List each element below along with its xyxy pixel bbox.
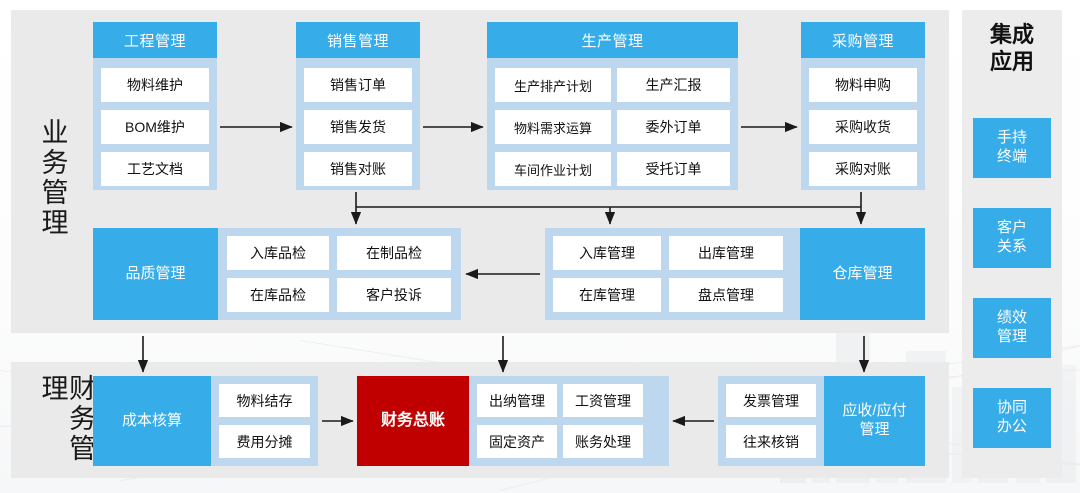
cell-warehouse-2[interactable]: 在库管理 <box>553 278 661 312</box>
cell-production-5[interactable]: 受托订单 <box>617 152 730 186</box>
module-warehouse-caption: 仓库管理 <box>800 228 925 320</box>
app-button-oa[interactable]: 协同 办公 <box>973 388 1051 448</box>
cell-production-0[interactable]: 生产排产计划 <box>495 68 611 102</box>
cell-production-1[interactable]: 生产汇报 <box>617 68 730 102</box>
integration-panel-title: 集成 应用 <box>989 22 1034 74</box>
cell-cost-1[interactable]: 费用分摊 <box>219 425 310 458</box>
cell-quality-2[interactable]: 在库品检 <box>227 278 329 312</box>
cell-production-4[interactable]: 车间作业计划 <box>495 152 611 186</box>
app-label-line1: 客户 <box>996 219 1027 237</box>
cell-quality-0[interactable]: 入库品检 <box>227 236 329 270</box>
cell-engineering-2[interactable]: 工艺文档 <box>101 152 209 186</box>
cell-quality-3[interactable]: 客户投诉 <box>337 278 451 312</box>
app-label-line2: 终端 <box>996 148 1027 165</box>
module-general-ledger[interactable]: 财务总账 <box>357 376 469 466</box>
app-button-handheld-terminal[interactable]: 手持 终端 <box>973 118 1051 178</box>
cell-warehouse-0[interactable]: 入库管理 <box>553 236 661 270</box>
app-button-crm[interactable]: 客户 关系 <box>973 208 1051 268</box>
module-quality-caption: 品质管理 <box>93 228 218 320</box>
cell-production-2[interactable]: 物料需求运算 <box>495 110 611 144</box>
cell-accounting-1[interactable]: 工资管理 <box>563 384 643 417</box>
cell-ar-1[interactable]: 往来核销 <box>726 425 816 458</box>
cell-sales-0[interactable]: 销售订单 <box>304 68 412 102</box>
cell-accounting-2[interactable]: 固定资产 <box>477 425 557 458</box>
cell-purchasing-0[interactable]: 物料申购 <box>809 68 917 102</box>
cell-warehouse-3[interactable]: 盘点管理 <box>669 278 783 312</box>
cell-production-3[interactable]: 委外订单 <box>617 110 730 144</box>
app-label-line1: 协同 <box>996 399 1027 417</box>
cell-engineering-1[interactable]: BOM维护 <box>101 110 209 144</box>
cell-purchasing-2[interactable]: 采购对账 <box>809 152 917 186</box>
module-sales-header: 销售管理 <box>296 22 420 58</box>
cell-cost-0[interactable]: 物料结存 <box>219 384 310 417</box>
cell-ar-0[interactable]: 发票管理 <box>726 384 816 417</box>
cell-sales-2[interactable]: 销售对账 <box>304 152 412 186</box>
app-label-line2: 办公 <box>996 418 1027 435</box>
module-production-header: 生产管理 <box>487 22 738 58</box>
cell-quality-1[interactable]: 在制品检 <box>337 236 451 270</box>
app-label-line1: 手持 <box>996 129 1027 147</box>
business-management-label: 业务管理 <box>37 118 68 238</box>
module-engineering-header: 工程管理 <box>93 22 217 58</box>
cell-purchasing-1[interactable]: 采购收货 <box>809 110 917 144</box>
cell-accounting-3[interactable]: 账务处理 <box>563 425 643 458</box>
app-label-line2: 管理 <box>996 328 1027 345</box>
finance-management-label: 财务管理 <box>37 374 96 464</box>
module-receivable-payable-caption: 应收/应付 管理 <box>824 376 925 466</box>
cell-accounting-0[interactable]: 出纳管理 <box>477 384 557 417</box>
cell-warehouse-1[interactable]: 出库管理 <box>669 236 783 270</box>
app-label-line2: 关系 <box>996 238 1027 255</box>
module-cost-accounting-caption: 成本核算 <box>93 376 211 466</box>
cell-engineering-0[interactable]: 物料维护 <box>101 68 209 102</box>
app-button-performance[interactable]: 绩效 管理 <box>973 298 1051 358</box>
app-label-line1: 绩效 <box>996 309 1027 327</box>
module-purchasing-header: 采购管理 <box>801 22 925 58</box>
cell-sales-1[interactable]: 销售发货 <box>304 110 412 144</box>
